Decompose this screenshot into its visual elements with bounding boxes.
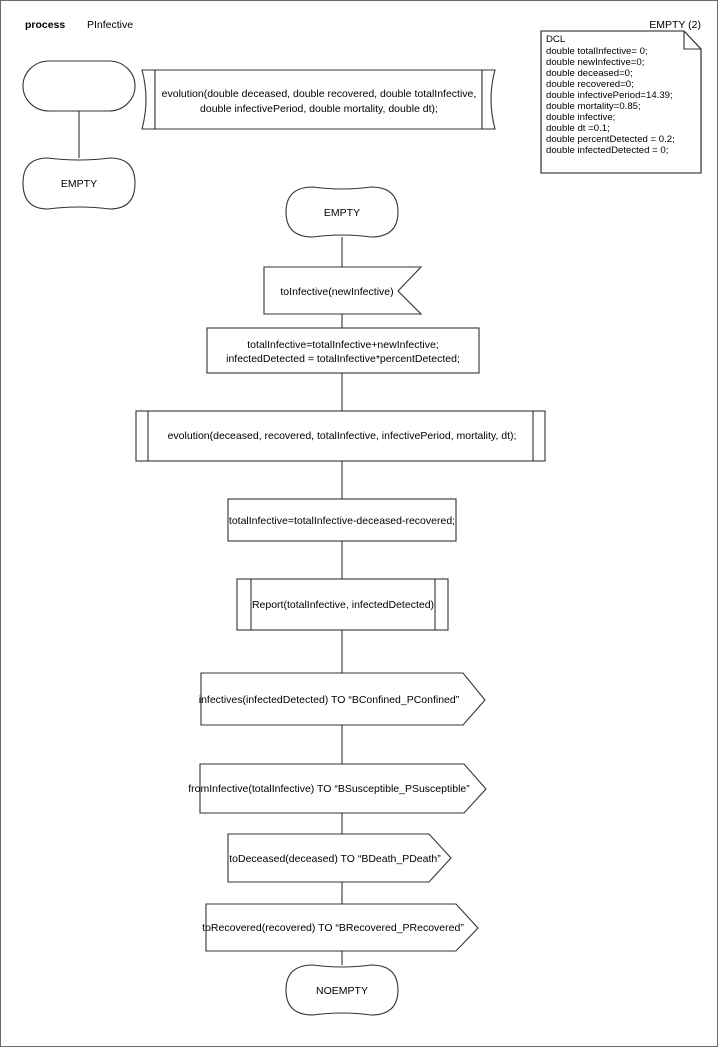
state-empty-label: EMPTY [324,207,360,219]
task-symbol-subtract: totalInfective=totalInfective-deceased-r… [227,498,457,542]
task-symbol-update-totals: totalInfective=totalInfective+newInfecti… [206,327,480,374]
output-symbol-infectives: infectives(infectedDetected) TO “BConfin… [199,672,486,726]
state-symbol-noempty: NOEMPTY [285,964,399,1016]
procedure-call-evolution-label: evolution(deceased, recovered, totalInfe… [168,430,517,442]
output-todeceased-label: toDeceased(deceased) TO “BDeath_PDeath” [229,853,441,865]
output-torecovered-label: toRecovered(recovered) TO “BRecovered_PR… [202,922,464,934]
dcl-line-8: double percentDetected = 0.2; [546,134,675,145]
procedure-declaration-line1: evolution(double deceased, double recove… [162,88,477,100]
state-noempty-label: NOEMPTY [316,985,368,997]
state-symbol-empty-left: EMPTY [22,157,136,210]
output-symbol-todeceased: toDeceased(deceased) TO “BDeath_PDeath” [227,833,452,883]
process-keyword-label: process [25,19,66,31]
dcl-title: DCL [546,34,566,45]
output-symbol-frominfective: fromInfective(totalInfective) TO “BSusce… [188,763,487,814]
dcl-line-9: double infectedDetected = 0; [546,145,668,156]
task-update-line1: totalInfective=totalInfective+newInfecti… [247,339,438,351]
procedure-declaration-line2: double infectivePeriod, double mortality… [200,103,438,115]
state-empty-left-label: EMPTY [61,178,97,190]
dcl-line-1: double newInfective=0; [546,57,644,68]
input-toinfective-label: toInfective(newInfective) [280,286,393,298]
task-subtract-label: totalInfective=totalInfective-deceased-r… [229,515,455,527]
task-update-line2: infectedDetected = totalInfective*percen… [226,353,460,365]
state-symbol-empty: EMPTY [285,186,399,238]
output-infectives-label: infectives(infectedDetected) TO “BConfin… [199,694,460,706]
procedure-declaration-symbol: evolution(double deceased, double recove… [141,69,496,130]
dcl-line-5: double mortality=0.85; [546,101,641,112]
dcl-line-0: double totalInfective= 0; [546,46,648,57]
dcl-line-4: double infectivePeriod=14.39; [546,90,673,101]
output-frominfective-label: fromInfective(totalInfective) TO “BSusce… [188,783,470,795]
start-symbol [22,60,136,112]
declaration-note: DCL double totalInfective= 0; double new… [540,30,702,174]
procedure-call-evolution: evolution(deceased, recovered, totalInfe… [135,410,546,462]
dcl-line-2: double deceased=0; [546,68,633,79]
dcl-line-3: double recovered=0; [546,79,634,90]
dcl-line-6: double infective; [546,112,615,123]
output-symbol-torecovered: toRecovered(recovered) TO “BRecovered_PR… [202,903,479,952]
process-name-label: PInfective [87,19,134,31]
dcl-line-7: double dt =0.1; [546,123,610,134]
procedure-call-report: Report(totalInfective, infectedDetected) [236,578,449,631]
page-label: EMPTY (2) [649,19,701,31]
input-symbol-toinfective: toInfective(newInfective) [263,266,423,315]
procedure-call-report-label: Report(totalInfective, infectedDetected) [252,599,434,611]
